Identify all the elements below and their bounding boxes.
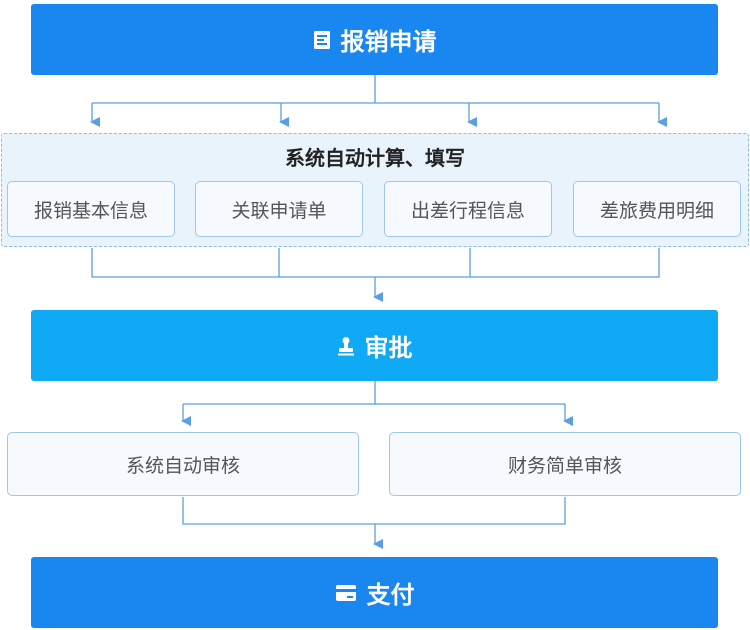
auto-item-basic-info: 报销基本信息 <box>7 181 175 237</box>
review-system-auto: 系统自动审核 <box>7 432 359 496</box>
connector-split-review <box>183 381 565 405</box>
auto-item-trip-info: 出差行程信息 <box>384 181 552 237</box>
connector-split-top <box>92 75 659 104</box>
connector-merge-bottom <box>182 497 566 525</box>
review-finance-simple: 财务简单审核 <box>389 432 741 496</box>
auto-item-linked-request: 关联申请单 <box>195 181 363 237</box>
auto-item-expense-detail: 差旅费用明细 <box>573 181 741 237</box>
connector-merge-mid <box>91 248 660 278</box>
approve-label: 审批 <box>364 334 413 362</box>
pay-label: 支付 <box>366 581 415 609</box>
pay-step: 支付 <box>31 557 718 628</box>
approve-step: 审批 <box>31 310 718 381</box>
auto-fill-title: 系统自动计算、填写 <box>285 146 465 170</box>
receipt-icon <box>313 30 331 50</box>
submit-step: 报销申请 <box>31 4 718 75</box>
card-icon <box>335 584 357 602</box>
submit-label: 报销申请 <box>340 28 437 56</box>
stamp-icon <box>337 336 355 356</box>
